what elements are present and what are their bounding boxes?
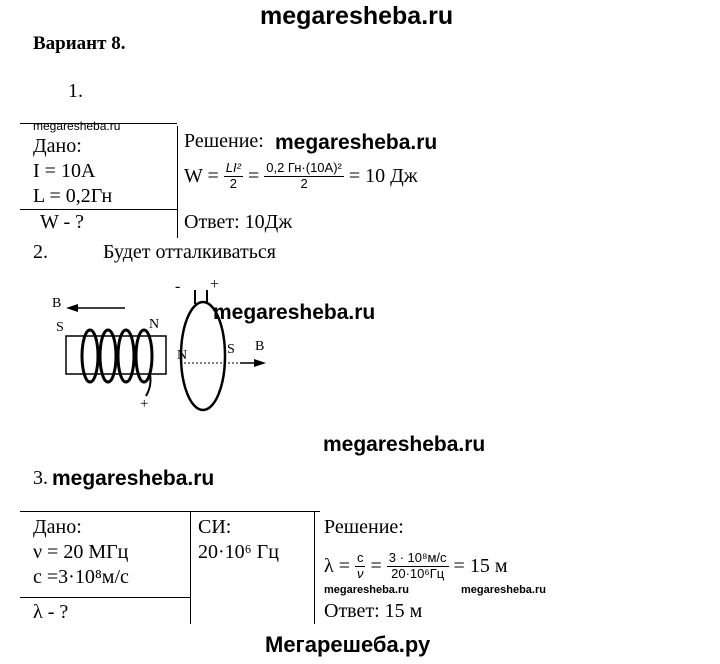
task3-fraction-2-num: 3 · 10⁸м/с <box>386 549 449 567</box>
task1-fraction-1: LI² 2 <box>223 159 243 192</box>
diagram-svg <box>65 290 266 412</box>
task3-given-speed: c =3·10⁸м/с <box>33 566 129 588</box>
watermark-top: megaresheba.ru <box>260 2 454 30</box>
label-s-left: S <box>56 320 64 335</box>
task1-fraction-1-num: LI² <box>223 159 243 177</box>
task3-fraction-1-num: c <box>354 549 366 567</box>
coil-turn <box>116 328 136 384</box>
task1-fraction-2: 0,2 Гн·(10A)² 2 <box>264 159 344 192</box>
label-plus-bottom: + <box>140 396 149 412</box>
b-arrow-right-head <box>254 359 266 367</box>
variant-title: Вариант 8. <box>33 33 126 54</box>
task1-given-divider <box>20 209 177 210</box>
label-n-ring: N <box>177 348 188 363</box>
task3-si-label: СИ: <box>198 516 232 538</box>
task1-find: W - ? <box>40 211 85 233</box>
label-minus-top: - <box>175 278 181 295</box>
task3-top-border <box>20 511 320 512</box>
watermark-footer: Мегарешеба.ру <box>265 632 431 657</box>
task1-answer: Ответ: 10Дж <box>184 211 293 233</box>
task1-formula-lhs: W = <box>184 164 219 187</box>
task2-number: 2. <box>33 241 48 263</box>
task1-given-current: I = 10A <box>33 160 96 182</box>
watermark-small: megaresheba.ru <box>33 119 121 133</box>
task2-answer-text: Будет отталкиваться <box>103 241 276 263</box>
task3-given-frequency: ν = 20 МГц <box>33 541 129 563</box>
label-n-coil: N <box>149 317 160 332</box>
task3-given-divider <box>20 597 190 598</box>
task3-answer: Ответ: 15 м <box>324 600 423 622</box>
task1-fraction-2-num: 0,2 Гн·(10A)² <box>264 159 344 177</box>
task1-fraction-1-den: 2 <box>229 175 237 191</box>
coil-turn <box>134 328 154 384</box>
task3-fraction-2-den: 20·10⁶Гц <box>391 565 445 581</box>
watermark-task3: megaresheba.ru <box>52 467 215 490</box>
label-plus-top: + <box>210 276 220 293</box>
b-arrow-left-head <box>66 304 78 312</box>
watermark-diagram: megaresheba.ru <box>213 301 376 324</box>
task3-column-divider-2 <box>314 512 315 624</box>
task3-find: λ - ? <box>33 601 69 623</box>
task3-column-divider-1 <box>190 512 191 624</box>
task1-fraction-2-den: 2 <box>300 175 308 191</box>
coil-ring-diagram: B S N + - + N S B <box>40 276 280 420</box>
coil-core <box>65 335 167 375</box>
watermark-small-bottom-left: megaresheba.ru <box>324 584 409 596</box>
task3-fraction-1-den: ν <box>356 565 364 581</box>
task1-formula: W = LI² 2 = 0,2 Гн·(10A)² 2 = 10 Дж <box>184 152 418 200</box>
task1-given-inductance: L = 0,2Гн <box>33 185 113 207</box>
label-b-left: B <box>52 296 62 311</box>
task3-si-value: 20·10⁶ Гц <box>198 541 279 563</box>
task1-given-label: Дано: <box>33 135 82 157</box>
task3-fraction-1: c ν <box>354 549 366 582</box>
task3-given-label: Дано: <box>33 516 82 538</box>
task1-number: 1. <box>68 80 83 102</box>
task3-fraction-2: 3 · 10⁸м/с 20·10⁶Гц <box>386 549 449 582</box>
task3-formula-result: = 15 м <box>453 554 508 577</box>
ring <box>179 300 227 412</box>
task1-formula-result: = 10 Дж <box>348 164 418 187</box>
label-s-ring: S <box>227 342 235 357</box>
task1-top-border <box>20 123 177 124</box>
coil-turns <box>80 328 154 384</box>
coil-turn <box>98 328 118 384</box>
coil-lead <box>145 373 152 397</box>
task3-formula-eq: = <box>370 554 382 577</box>
task3-number: 3. <box>33 467 48 489</box>
watermark-small-bottom-right: megaresheba.ru <box>461 584 546 596</box>
watermark-solution1: megaresheba.ru <box>275 131 438 154</box>
watermark-middle: megaresheba.ru <box>323 433 486 456</box>
task3-formula: λ = c ν = 3 · 10⁸м/с 20·10⁶Гц = 15 м <box>324 542 507 590</box>
task3-solution-label: Решение: <box>324 516 404 538</box>
task3-formula-lhs: λ = <box>324 554 350 577</box>
label-b-right: B <box>255 339 265 354</box>
task1-solution-label: Решение: <box>184 130 264 152</box>
task1-formula-eq: = <box>247 164 260 187</box>
coil-turn <box>80 328 100 384</box>
task1-column-divider <box>177 126 178 238</box>
